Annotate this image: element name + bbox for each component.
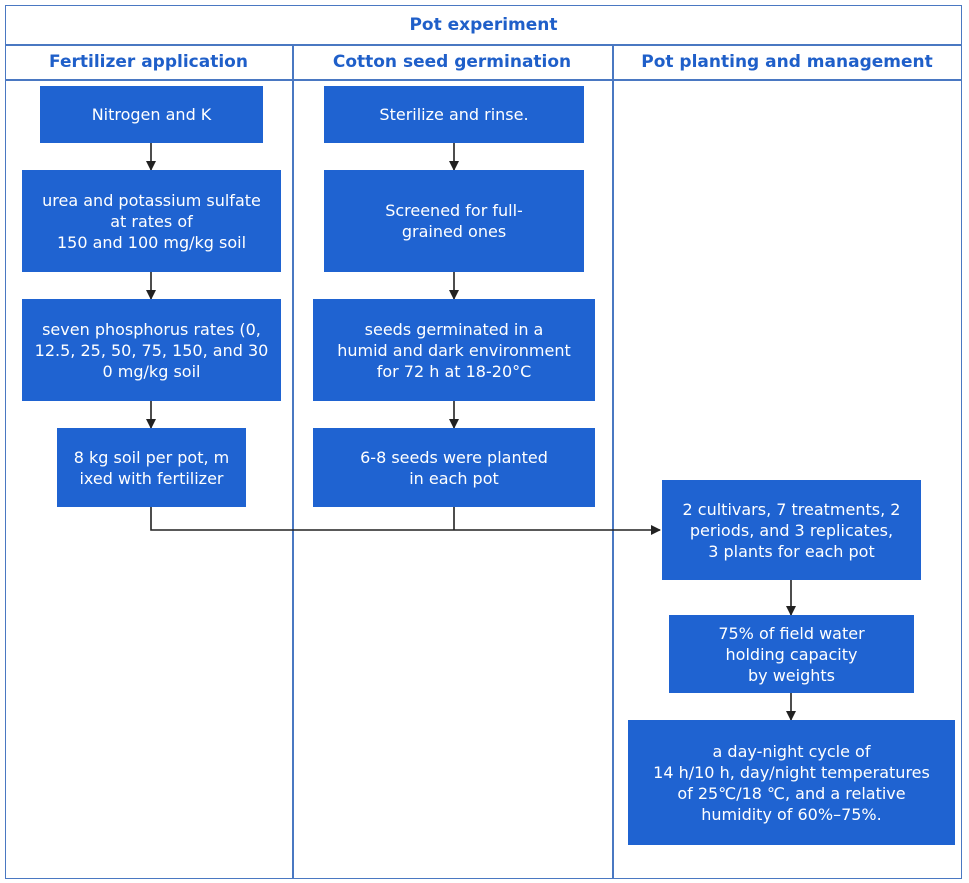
step-cultivars-treatments: 2 cultivars, 7 treatments, 2 periods, an… [662,480,921,580]
merge-line-fertilizer [150,507,661,535]
step-urea-potassium: urea and potassium sulfate at rates of 1… [22,170,281,272]
header-divider [5,79,962,81]
step-sterilize: Sterilize and rinse. [324,86,584,143]
lane-header-planting: Pot planting and management [641,52,933,72]
step-germinated: seeds germinated in a humid and dark env… [313,299,595,401]
title-divider [5,44,962,46]
step-nitrogen-k: Nitrogen and K [40,86,263,143]
step-water-capacity: 75% of field water holding capacity by w… [669,615,914,693]
step-day-night-cycle: a day-night cycle of 14 h/10 h, day/nigh… [628,720,955,845]
step-screened: Screened for full- grained ones [324,170,584,272]
lane-header-germination: Cotton seed germination [332,52,572,72]
step-phosphorus-rates: seven phosphorus rates (0, 12.5, 25, 50,… [22,299,281,401]
step-seeds-planted: 6-8 seeds were planted in each pot [313,428,595,507]
lane-separator-2 [612,45,614,879]
step-soil-per-pot: 8 kg soil per pot, m ixed with fertilize… [57,428,246,507]
lane-header-fertilizer: Fertilizer application [49,52,248,72]
diagram-title: Pot experiment [409,14,558,35]
lane-separator-1 [292,45,294,879]
diagram-frame [5,5,962,879]
